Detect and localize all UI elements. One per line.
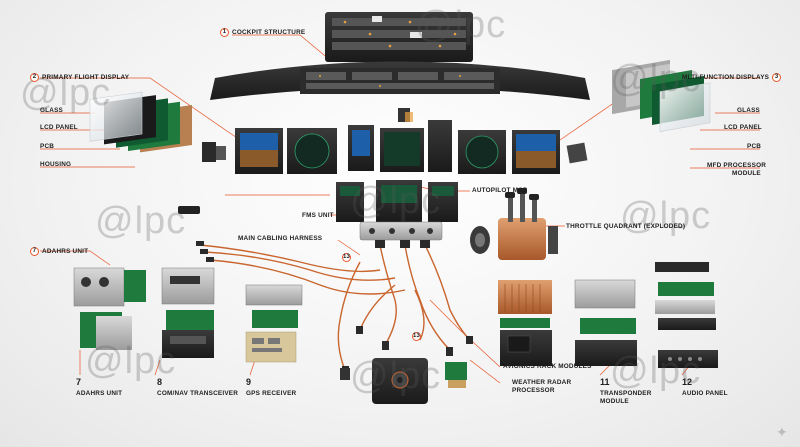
- bottom-number-transponder: 11: [600, 377, 610, 387]
- callout-adahrs-unit: 7 ADAHRS UNIT: [30, 247, 88, 256]
- bottom-label-gps: GPS RECEIVER: [246, 390, 297, 397]
- main-displays: [202, 120, 588, 174]
- callout-primary-flight-display: 2 PRIMARY FLIGHT DISPLAY: [30, 73, 129, 82]
- bottom-label-audio: AUDIO PANEL: [682, 390, 728, 397]
- avionics-rack-modules: [498, 280, 552, 366]
- watermark: @lpc: [610, 58, 702, 100]
- label-fms-unit: FMS UNIT: [302, 212, 334, 219]
- label-avionics-rack-modules: AVIONICS RACK MODULES: [503, 363, 592, 370]
- callout-text: MLTI-FUNCTION DISPLAYS: [682, 74, 770, 81]
- callout-number: 13: [342, 253, 351, 262]
- watermark: @lpc: [95, 200, 187, 242]
- label-main-cabling-harness: MAIN CABLING HARNESS: [238, 235, 323, 242]
- label-pcb-left: PCB: [40, 143, 55, 150]
- sparkle-icon: ✦: [776, 424, 788, 440]
- bottom-label-adahrs: ADAHRS UNIT: [76, 390, 123, 397]
- callout-multi-function-displays: MLTI-FUNCTION DISPLAYS 3: [682, 73, 782, 82]
- label-glass-left: GLASS: [40, 107, 64, 114]
- bottom-number-com-nav: 8: [157, 377, 163, 387]
- throttle-quadrant: [470, 188, 558, 260]
- gps-receiver: [245, 284, 303, 363]
- label-weather-radar-processor: PROCESSOR: [512, 387, 555, 394]
- callout-harness-number: 13: [342, 253, 351, 262]
- glareshield: [210, 61, 590, 100]
- center-small-part-2: [405, 112, 413, 122]
- adahrs-unit: [73, 267, 146, 350]
- callout-text: PRIMARY FLIGHT DISPLAY: [42, 74, 130, 81]
- label-lcd-panel-right: LCD PANEL: [724, 124, 762, 131]
- callout-number: 2: [30, 73, 39, 82]
- callout-number: 13: [412, 332, 421, 341]
- label-autopilot-mcp: AUTOPILOT MCP: [472, 187, 528, 194]
- callout-cockpit-structure: 1 COCKPIT STRUCTURE: [220, 28, 305, 37]
- bottom-label-transponder: TRANSPONDER: [600, 390, 652, 397]
- callout-text: COCKPIT STRUCTURE: [232, 29, 306, 36]
- label-housing-left: HOUSING: [40, 161, 72, 168]
- label-pcb-right: PCB: [747, 143, 762, 150]
- bottom-number-gps: 9: [246, 377, 252, 387]
- com-nav-transceiver: [161, 267, 215, 358]
- watermark: @lpc: [415, 4, 507, 46]
- label-mfd-processor: MFD PROCESSOR: [707, 162, 767, 169]
- fms-units: [336, 180, 458, 241]
- label-mfd-module: MODULE: [732, 170, 761, 177]
- callout-lower-number: 13: [412, 332, 421, 341]
- watermark: @lpc: [85, 340, 177, 382]
- bottom-number-audio: 12: [682, 377, 693, 387]
- watermark: @lpc: [350, 180, 442, 222]
- transponder-module: [574, 279, 637, 366]
- label-throttle-quadrant: THROTTLE QUADRANT (EXPLODED): [566, 223, 686, 230]
- cabling-harness: [199, 244, 471, 371]
- audio-panel: [655, 262, 718, 368]
- watermark: @lpc: [350, 355, 442, 397]
- bottom-number-adahrs: 7: [76, 377, 82, 387]
- mfd-exploded-layers: [612, 59, 711, 132]
- label-lcd-panel-left: LCD PANEL: [40, 124, 78, 131]
- callout-text: ADAHRS UNIT: [42, 248, 89, 255]
- bottom-label-com-nav: COM/NAV TRANSCEIVER: [157, 390, 239, 397]
- callout-number: 7: [30, 247, 39, 256]
- pfd-exploded-layers: [89, 91, 192, 153]
- small-connector: [178, 206, 200, 214]
- callout-number: 1: [220, 28, 229, 37]
- label-weather-radar: WEATHER RADAR: [512, 379, 572, 386]
- callout-number: 3: [772, 73, 782, 82]
- cockpit-overhead-panel: [325, 12, 473, 62]
- weather-radar-processor: [340, 358, 467, 404]
- watermark: @lpc: [620, 195, 712, 237]
- label-glass-right: GLASS: [737, 107, 761, 114]
- bottom-label-transponder-module: MODULE: [600, 398, 629, 405]
- watermark: @lpc: [610, 350, 702, 392]
